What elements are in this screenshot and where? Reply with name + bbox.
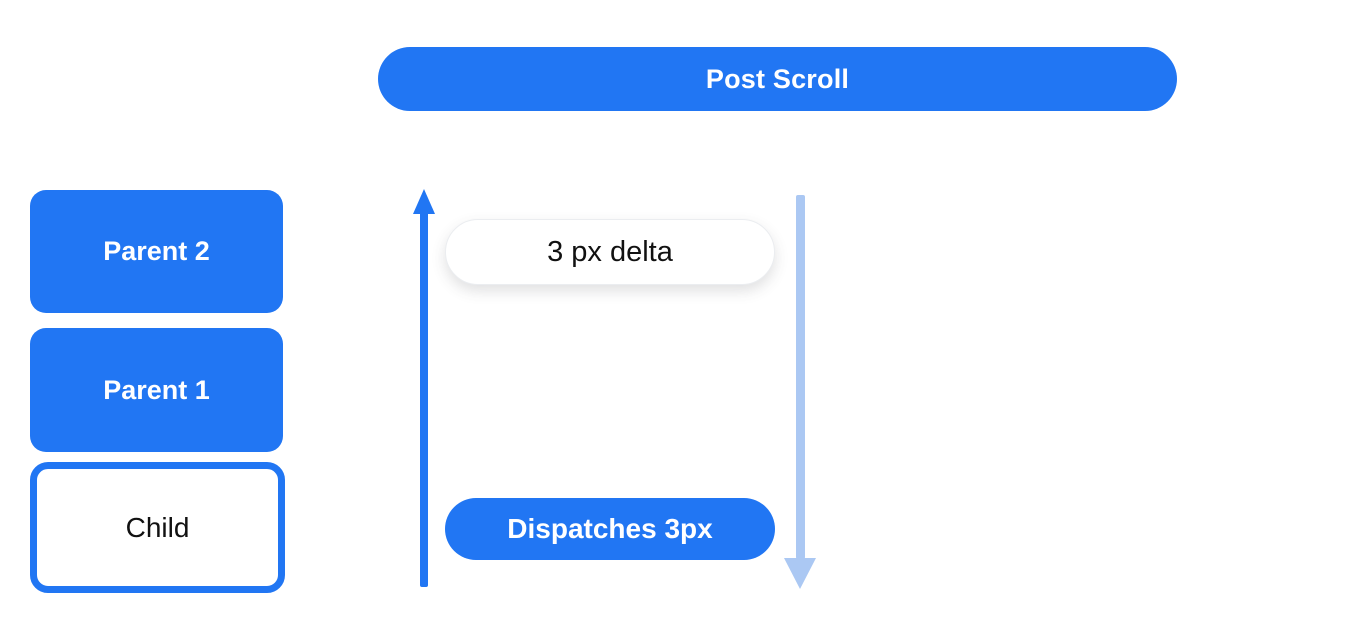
parent-1-box: Parent 1 xyxy=(30,328,283,452)
up-arrow-shaft xyxy=(420,212,428,587)
down-arrow-shaft xyxy=(796,195,805,559)
dispatches-pill-label: Dispatches 3px xyxy=(507,513,713,544)
parent-2-box: Parent 2 xyxy=(30,190,283,313)
parent-2-label: Parent 2 xyxy=(103,236,210,266)
post-scroll-pill: Post Scroll xyxy=(378,47,1177,111)
delta-pill: 3 px delta xyxy=(445,219,775,285)
post-scroll-label: Post Scroll xyxy=(705,63,850,94)
parent-1-label: Parent 1 xyxy=(103,374,210,405)
child-box: Child xyxy=(30,462,285,593)
down-arrow-icon xyxy=(784,558,816,589)
delta-pill-label: 3 px delta xyxy=(547,235,673,268)
child-label: Child xyxy=(125,511,190,543)
up-arrow-icon xyxy=(413,189,435,214)
dispatches-pill: Dispatches 3px xyxy=(445,498,775,560)
